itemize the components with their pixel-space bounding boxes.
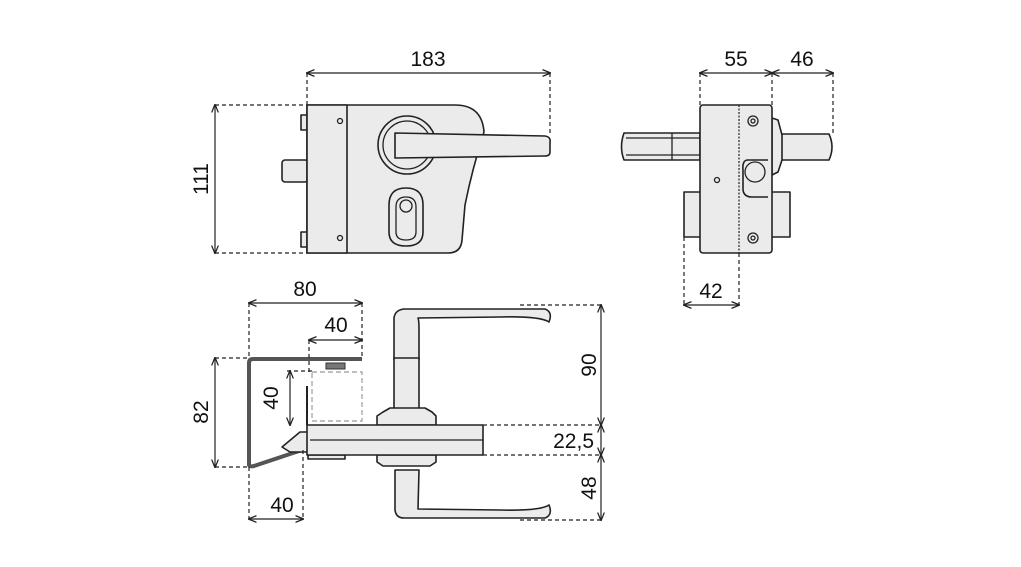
dim-post-height: 40 [260, 386, 283, 409]
dim-body-depth: 55 [724, 48, 747, 71]
upper-lever-handle [393, 308, 552, 361]
handle-shaft-right [779, 133, 833, 161]
screw-icon [336, 234, 344, 242]
lever-handle [394, 132, 551, 159]
screw-icon [336, 117, 344, 125]
dim-square-offset: 42 [699, 280, 722, 303]
gate-profile [247, 357, 362, 469]
lock-body-side [699, 104, 773, 254]
post-outline [311, 371, 363, 422]
dim-profile-depth: 82 [190, 400, 213, 423]
upper-shaft [393, 357, 420, 411]
dim-height: 111 [190, 163, 213, 195]
dim-post-width: 40 [324, 314, 347, 337]
face-plate [306, 104, 348, 254]
dim-inner-handle: 48 [578, 476, 601, 499]
upper-rosette [376, 407, 437, 426]
latch-bolt [281, 159, 309, 183]
dim-width: 183 [410, 48, 445, 71]
dim-handle-projection: 46 [790, 48, 813, 71]
dim-profile-width: 80 [293, 278, 316, 301]
cylinder-escutcheon [388, 187, 424, 247]
profile-block [325, 362, 346, 370]
latch-slot [742, 159, 768, 198]
dim-profile-return: 40 [270, 494, 293, 517]
dim-lock-thickness: 22,5 [553, 430, 594, 453]
lower-rosette [376, 454, 437, 467]
keyhole-icon [399, 199, 413, 213]
handle-shaft-left [620, 132, 701, 161]
plan-view: 80 40 40 82 40 90 22,5 48 [190, 278, 601, 520]
rosette-flange [771, 117, 783, 176]
side-view: 55 46 42 [620, 48, 834, 305]
lower-lever-handle [394, 469, 552, 519]
dim-handle-reach: 90 [578, 353, 601, 376]
front-view: 183 111 [190, 48, 551, 254]
latch-bolt-plan [281, 431, 309, 453]
